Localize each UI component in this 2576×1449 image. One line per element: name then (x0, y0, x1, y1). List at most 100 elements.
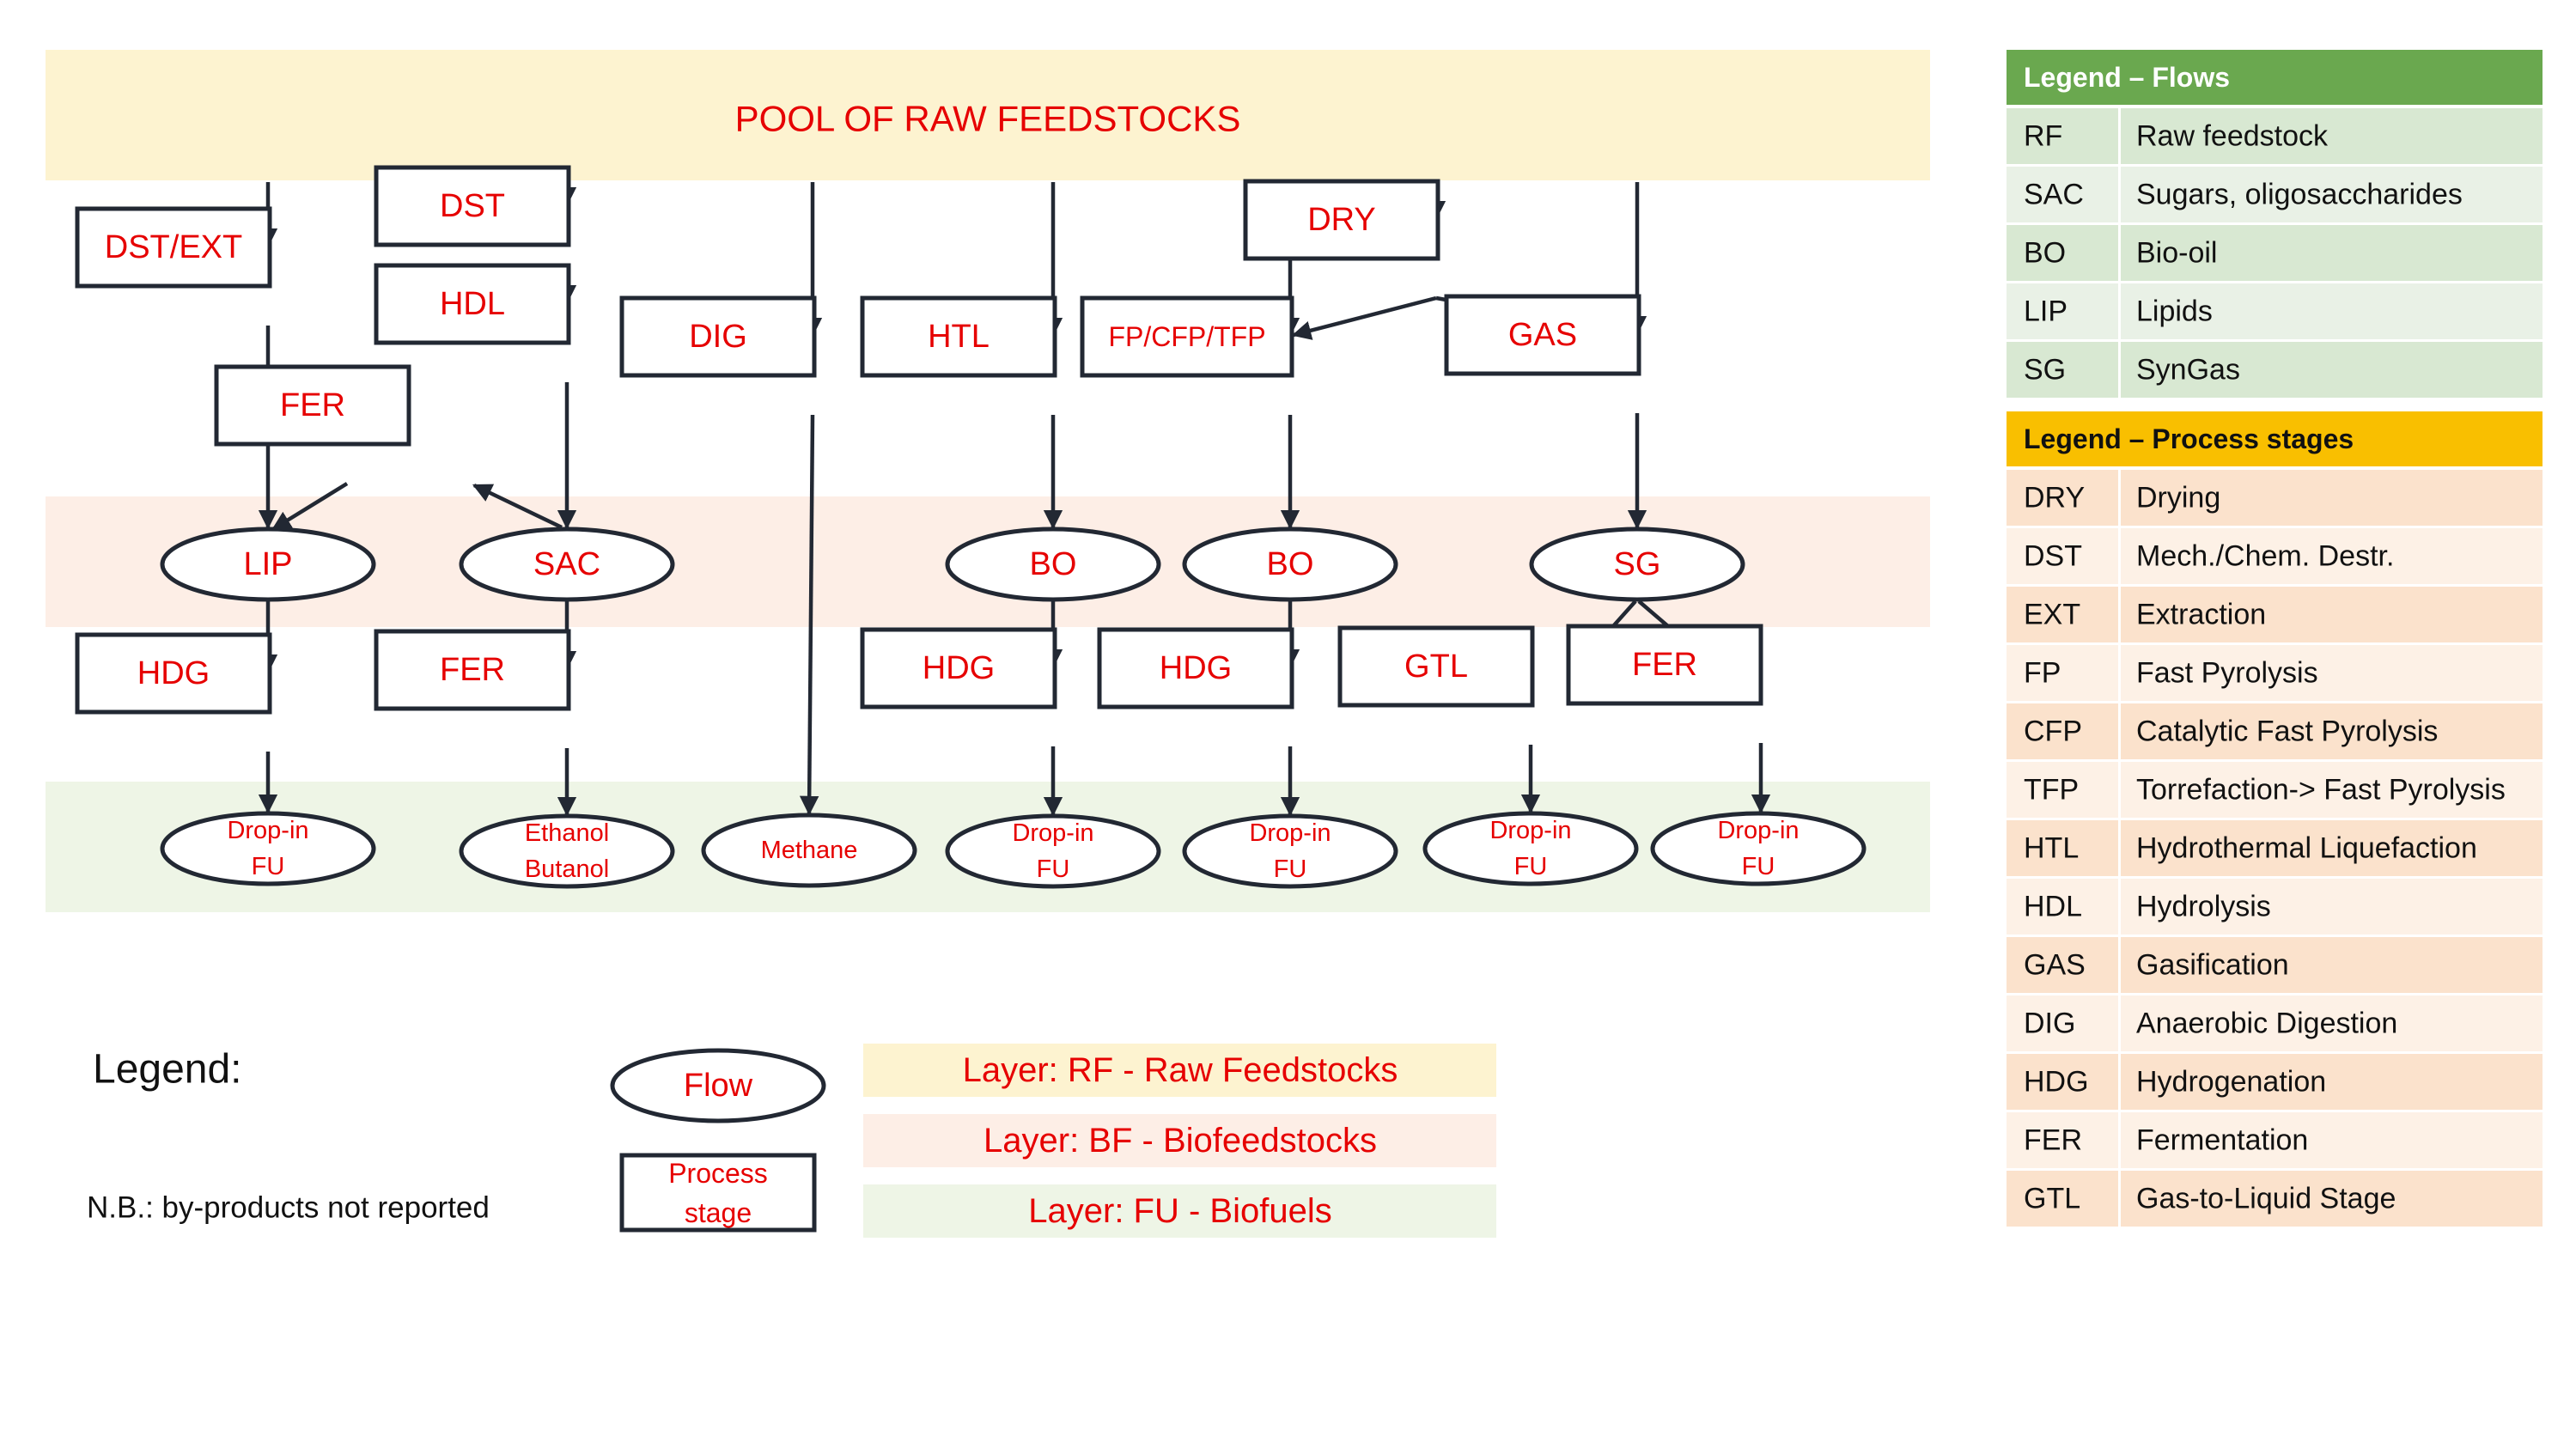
process-label-gas: GAS (1508, 317, 1577, 353)
stages-table-desc-cell (2121, 587, 2543, 642)
process-label-htl: HTL (928, 319, 990, 355)
stages-table-code-cell (2007, 937, 2118, 993)
stages-table-desc-cell (2121, 1112, 2543, 1168)
process-box-dig (619, 295, 817, 378)
flow-oval-fu3 (1182, 813, 1398, 889)
stages-table-code-cell (2007, 1112, 2118, 1168)
stages-table-header-text: Legend – Process stages (2024, 423, 2354, 454)
flow-label-bo2: BO (1267, 546, 1314, 582)
edge-fer-top-to-lip (271, 482, 349, 531)
process-label-fp: FP/CFP/TFP (1108, 321, 1265, 352)
process-box-dst (374, 165, 571, 247)
stages-table-code-6: HTL (2024, 832, 2079, 865)
stages-table-code-12: GTL (2024, 1183, 2080, 1215)
stages-table-desc-1: Mech./Chem. Destr. (2136, 540, 2394, 573)
process-box-hdg2 (860, 627, 1057, 709)
flow-label-sac: SAC (533, 546, 600, 582)
legend-process-label-line2: stage (685, 1197, 752, 1228)
legend-layer-bf-text: Layer: BF - Biofeedstocks (984, 1122, 1377, 1160)
stages-table-code-cell (2007, 587, 2118, 642)
stages-table-desc-5: Torrefaction-> Fast Pyrolysis (2136, 774, 2506, 807)
flow-label-fu1-line1: Drop-in (227, 817, 308, 844)
edge-dig-to-meth (799, 414, 819, 816)
stages-table-code-10: HDG (2024, 1066, 2089, 1099)
stages-table-desc-12: Gas-to-Liquid Stage (2136, 1183, 2396, 1215)
flows-table-desc-4: SynGas (2136, 354, 2240, 387)
stages-table-code-cell (2007, 1171, 2118, 1227)
legend-process-label-line1: Process (668, 1158, 768, 1189)
flow-label-fu1-line2: FU (252, 853, 285, 880)
process-label-fer-top: FER (280, 387, 345, 423)
legend-layer-fu-swatch (863, 1184, 1496, 1238)
flow-oval-fu2 (945, 813, 1161, 889)
flows-table-desc-cell (2121, 342, 2543, 398)
flows-table-code-cell (2007, 108, 2118, 164)
stages-table-desc-2: Extraction (2136, 599, 2266, 631)
stages-table-desc-cell (2121, 703, 2543, 759)
stages-table-desc-cell (2121, 820, 2543, 876)
flow-oval-lip (160, 527, 376, 602)
stages-table-desc-3: Fast Pyrolysis (2136, 657, 2318, 690)
process-box-gtl (1337, 625, 1535, 708)
flows-table-desc-3: Lipids (2136, 295, 2213, 328)
legend-layer-rf-swatch (863, 1044, 1496, 1097)
stages-table-code-11: FER (2024, 1124, 2082, 1157)
process-label-hdl: HDL (440, 286, 505, 322)
process-box-fer3 (1566, 624, 1763, 706)
flow-label-fu3-line1: Drop-in (1249, 819, 1331, 847)
stages-table-desc-cell (2121, 1171, 2543, 1227)
flow-oval-fu5 (1650, 811, 1867, 886)
stages-table-desc-9: Anaerobic Digestion (2136, 1008, 2397, 1040)
flow-label-fu4-line1: Drop-in (1489, 817, 1571, 844)
flows-table-code-1: SAC (2024, 179, 2084, 211)
stages-table-code-5: TFP (2024, 774, 2079, 807)
stages-table-desc-11: Fermentation (2136, 1124, 2308, 1157)
stages-table-desc-8: Gasification (2136, 949, 2289, 982)
flow-oval-sac (459, 527, 675, 602)
process-box-dst-ext (75, 206, 272, 289)
stages-table-code-9: DIG (2024, 1008, 2075, 1040)
flow-label-fu2-line2: FU (1037, 855, 1070, 883)
edge-sac-to-fer-top (472, 483, 563, 530)
stages-table-code-1: DST (2024, 540, 2082, 573)
stages-table-code-cell (2007, 703, 2118, 759)
stages-table-desc-0: Drying (2136, 482, 2220, 514)
stages-table-code-cell (2007, 995, 2118, 1051)
stages-table-desc-cell (2121, 470, 2543, 526)
flows-table-code-cell (2007, 342, 2118, 398)
stages-table-code-cell (2007, 820, 2118, 876)
flows-table-code-cell (2007, 225, 2118, 281)
flow-oval-bo2 (1182, 527, 1398, 602)
flows-table-desc-2: Bio-oil (2136, 237, 2217, 270)
process-box-dry (1243, 179, 1440, 261)
flows-table-desc-cell (2121, 108, 2543, 164)
flow-label-fu4-line2: FU (1514, 853, 1548, 880)
flows-table-header (2007, 50, 2543, 105)
flows-table-code-3: LIP (2024, 295, 2067, 328)
stages-table-code-8: GAS (2024, 949, 2086, 982)
process-label-dst: DST (440, 188, 505, 224)
stages-table-code-cell (2007, 470, 2118, 526)
process-label-dig: DIG (689, 319, 747, 355)
flows-table-code-4: SG (2024, 354, 2066, 387)
process-box-hdg3 (1097, 627, 1294, 709)
stages-table-desc-cell (2121, 879, 2543, 935)
flows-table-code-0: RF (2024, 120, 2062, 153)
stages-table-code-2: EXT (2024, 599, 2080, 631)
flow-label-fu3-line2: FU (1274, 855, 1307, 883)
flows-table-desc-cell (2121, 167, 2543, 222)
legend-flow-label: Flow (684, 1068, 753, 1104)
process-label-hdg3: HDG (1160, 650, 1232, 686)
process-label-dry: DRY (1307, 202, 1376, 238)
flow-label-bo1: BO (1030, 546, 1077, 582)
flow-label-meth: Methane (761, 837, 858, 864)
flow-label-eth-line2: Butanol (525, 855, 609, 883)
legend-flow-oval (610, 1048, 826, 1123)
stages-table-desc-7: Hydrolysis (2136, 891, 2271, 923)
stages-table-desc-6: Hydrothermal Liquefaction (2136, 832, 2477, 865)
diagram-legend: Legend: N.B.: by-products not reported F… (87, 1044, 1496, 1238)
flow-oval-fu1 (160, 811, 376, 886)
